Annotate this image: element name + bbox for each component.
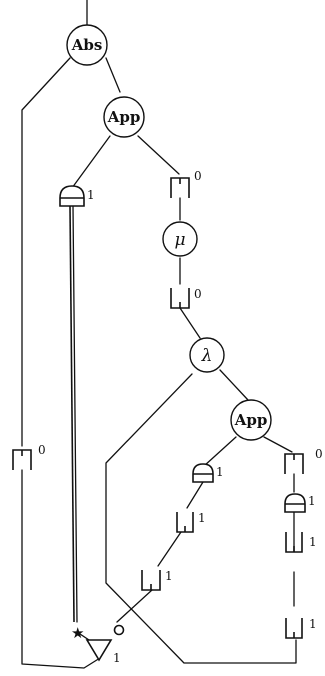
node-lambda: λ — [189, 337, 225, 373]
bracket-right-2: 1 — [285, 532, 317, 553]
wire-bottom-loop — [21, 469, 101, 669]
node-mu: μ — [162, 221, 198, 257]
wires — [21, 0, 297, 669]
bracket-right-upper-index: 0 — [194, 169, 202, 183]
bracket-mid-2-index: 1 — [165, 569, 173, 583]
wire-app-bracket — [137, 135, 180, 175]
croissant-app-lower-left: 1 — [192, 463, 224, 483]
bracket-right-lower-index: 0 — [315, 447, 323, 461]
croissant-app-lower-left-index: 1 — [216, 465, 224, 479]
wire-app-croissant — [71, 135, 111, 189]
node-app-upper: App — [103, 96, 145, 138]
bracket-after-mu-index: 0 — [194, 287, 202, 301]
contraction-index: 1 — [113, 651, 121, 665]
wire-croissant-bracket — [186, 481, 204, 509]
wire-lambda-left — [105, 373, 297, 664]
bracket-right-3: 1 — [285, 617, 317, 639]
bracket-mid-1: 1 — [176, 511, 206, 533]
wire-long-vertical-a — [69, 205, 75, 623]
wire-bracket-bracket — [157, 531, 182, 567]
croissant-right-lower: 1 — [284, 493, 316, 513]
bracket-right-2-index: 1 — [309, 535, 317, 549]
bracket-after-mu: 0 — [170, 287, 202, 309]
node-mu-label: μ — [174, 230, 185, 250]
croissant-upper-left: 1 — [59, 185, 95, 207]
node-abs-label: Abs — [71, 36, 103, 54]
node-app-upper-label: App — [107, 108, 141, 126]
bracket-right-upper: 0 — [170, 169, 202, 198]
wire-abs-app — [105, 57, 121, 93]
wire-applow-bracket — [263, 436, 293, 453]
croissant-upper-left-index: 1 — [87, 188, 95, 202]
bracket-right-3-index: 1 — [309, 617, 317, 631]
wire-long-vertical-b — [72, 205, 78, 623]
node-app-lower-label: App — [234, 411, 268, 429]
wire-bracket-lambda — [179, 307, 201, 339]
wire-applow-croissant — [203, 436, 237, 467]
bracket-left-bottom-index: 0 — [38, 443, 46, 457]
wire-lambda-app — [219, 369, 249, 401]
bracket-mid-1-index: 1 — [198, 511, 206, 525]
bracket-right-lower: 0 — [284, 447, 323, 474]
wire-abs-left — [21, 57, 71, 447]
contraction-triangle: 1 — [85, 624, 125, 665]
node-abs: Abs — [66, 24, 108, 66]
contraction-port-circle — [113, 624, 125, 636]
croissant-right-lower-index: 1 — [308, 494, 316, 508]
node-lambda-label: λ — [201, 346, 213, 366]
node-app-lower: App — [230, 399, 272, 441]
wire-bracket-contraction — [116, 589, 153, 623]
bracket-left-bottom: 0 — [12, 443, 46, 470]
star-marker: ★ — [71, 624, 84, 642]
bracket-mid-2: 1 — [141, 569, 173, 591]
